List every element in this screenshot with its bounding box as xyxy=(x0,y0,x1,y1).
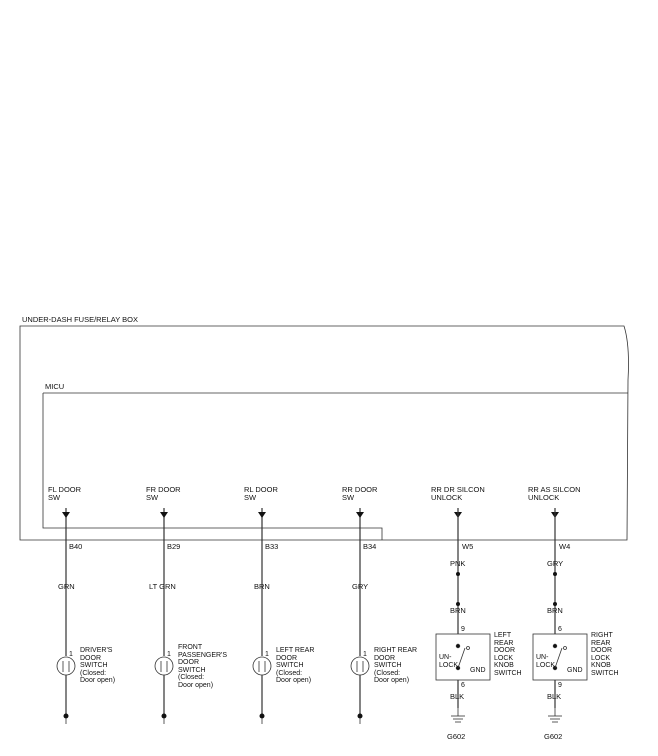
micu-outline xyxy=(42,392,628,540)
input-arrow-fr xyxy=(160,512,168,518)
ground-symbol-right xyxy=(548,708,562,723)
switch-pin-fl: 1 xyxy=(69,651,73,658)
wire-color-w4: GRY xyxy=(547,559,564,568)
fuse-box-outline xyxy=(19,325,629,541)
pin-label-fr: B29 xyxy=(167,542,181,551)
gnd-label-w4: GND xyxy=(567,667,583,674)
ground-label-w5: G602 xyxy=(447,732,466,741)
door-switch-rl xyxy=(252,656,272,676)
door-terminal-stubs xyxy=(65,718,361,724)
wire-dots xyxy=(456,572,557,606)
input-arrows xyxy=(62,512,559,518)
lock-knob-switch-left xyxy=(435,633,491,681)
wire-color-fl: GRN xyxy=(58,582,75,591)
ground-wire-w4: BLK xyxy=(547,692,562,701)
pin-bottom-w4: 9 xyxy=(558,682,562,689)
door-switch-fl xyxy=(56,656,76,676)
switch-pin-fr: 1 xyxy=(167,651,171,658)
pin-top-w5: 9 xyxy=(461,626,465,633)
switch-label-fl: DRIVER'S DOOR SWITCH (Closed: Door open) xyxy=(80,647,116,684)
switch-pin-rl: 1 xyxy=(265,651,269,658)
wire-color-rl: BRN xyxy=(254,582,270,591)
pin-label-w5: W5 xyxy=(462,542,474,551)
input-arrow-fl xyxy=(62,512,70,518)
pin-top-w4: 6 xyxy=(558,626,562,633)
ground-label-w4: G602 xyxy=(544,732,563,741)
wire-color-fr: LT GRN xyxy=(149,582,176,591)
switch-pin-rr: 1 xyxy=(363,651,367,658)
lock-knob-switch-right xyxy=(532,633,588,681)
micu-label: MICU xyxy=(45,382,65,391)
door-switch-rr xyxy=(350,656,370,676)
door-switch-fr xyxy=(154,656,174,676)
pin-label-rl: B33 xyxy=(265,542,279,551)
door-terminals xyxy=(63,713,363,719)
input-arrow-rr xyxy=(356,512,364,518)
switch-label-w4: RIGHT REAR DOOR LOCK KNOB SWITCH xyxy=(591,632,619,677)
switch-label-rr: RIGHT REAR DOOR SWITCH (Closed: Door ope… xyxy=(374,647,418,684)
switch-label-w5: LEFT REAR DOOR LOCK KNOB SWITCH xyxy=(494,632,522,677)
wire-color2-w5: BRN xyxy=(450,606,466,615)
pin-label-fl: B40 xyxy=(69,542,83,551)
switch-label-fr: FRONT PASSENGER'S DOOR SWITCH (Closed: D… xyxy=(178,644,228,689)
pin-label-rr: B34 xyxy=(363,542,377,551)
gnd-label-w5: GND xyxy=(470,667,486,674)
pin-bottom-w5: 6 xyxy=(461,682,465,689)
input-arrow-rl xyxy=(258,512,266,518)
fuse-box-label: UNDER-DASH FUSE/RELAY BOX xyxy=(22,315,138,324)
switch-label-rl: LEFT REAR DOOR SWITCH (Closed: Door open… xyxy=(276,647,315,684)
wire-color-w5: PNK xyxy=(450,559,466,568)
unlock-label-w5: UN-LOCK xyxy=(439,654,459,669)
ground-symbol-left xyxy=(451,708,465,723)
ground-wire-w5: BLK xyxy=(450,692,465,701)
wire-color2-w4: BRN xyxy=(547,606,563,615)
pin-label-w4: W4 xyxy=(559,542,571,551)
wire-color-rr: GRY xyxy=(352,582,369,591)
unlock-label-w4: UN-LOCK xyxy=(536,654,556,669)
